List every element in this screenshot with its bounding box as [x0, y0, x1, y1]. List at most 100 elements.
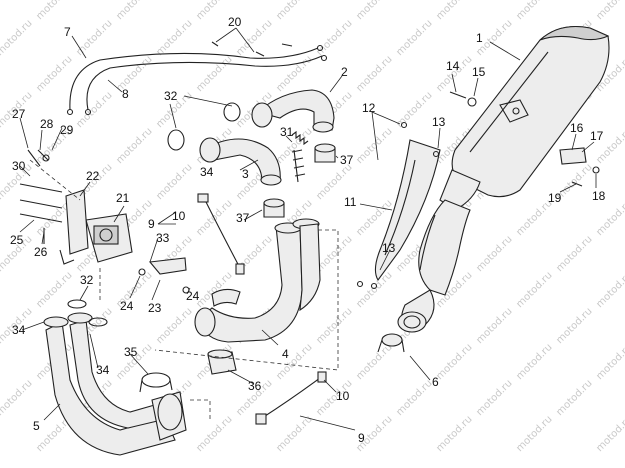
callout-14: 14: [446, 59, 460, 73]
watermark-text: motod.ru: [514, 414, 554, 454]
control-cables: [66, 44, 328, 116]
callout-28: 28: [40, 117, 54, 131]
front-headers: [43, 312, 187, 456]
callout-33: 33: [156, 231, 170, 245]
callout-30: 30: [12, 159, 26, 173]
lambda-sensor-upper: [197, 193, 245, 275]
gasket-upper: [167, 102, 241, 151]
watermark-text: motod.ru: [554, 378, 594, 418]
callout-1: 1: [476, 31, 483, 45]
callout-27: 27: [12, 107, 26, 121]
assembly-lines: [29, 159, 339, 420]
watermark-text: motod.ru: [514, 0, 554, 22]
heat-shield: [374, 139, 441, 281]
callout-18: 18: [592, 189, 606, 203]
callout-32-upper: 32: [164, 89, 178, 103]
watermark-text: motod.ru: [514, 342, 554, 382]
watermark-text: motod.ru: [354, 54, 394, 94]
callout-9-upper: 9: [148, 217, 155, 231]
watermark-text: motod.ru: [594, 414, 625, 454]
callout-24-right: 24: [186, 289, 200, 303]
watermark-text: motod.ru: [434, 342, 474, 382]
watermark-text: motod.ru: [114, 54, 154, 94]
gasket-lower: [67, 299, 108, 327]
watermark-text: motod.ru: [0, 378, 35, 418]
watermark-text: motod.ru: [394, 18, 434, 58]
callout-22: 22: [86, 169, 100, 183]
watermark-text: motod.ru: [594, 0, 625, 22]
watermark-text: motod.ru: [74, 90, 114, 130]
callout-36: 36: [248, 379, 262, 393]
watermark-text: motod.ru: [394, 378, 434, 418]
callout-2: 2: [341, 65, 348, 79]
bolts-left: [19, 149, 63, 244]
watermark-text: motod.ru: [274, 0, 314, 22]
callout-13-lower: 13: [382, 241, 396, 255]
callout-21: 21: [116, 191, 130, 205]
bracket: [138, 257, 190, 294]
watermark-text: motod.ru: [154, 162, 194, 202]
callout-34-upper: 34: [200, 165, 214, 179]
watermark-text: motod.ru: [474, 234, 514, 274]
watermark-text: motod.ru: [594, 270, 625, 310]
watermark-text: motod.ru: [354, 0, 394, 22]
sleeves: [263, 143, 336, 218]
catalyst-pipe: [397, 199, 471, 333]
callout-16: 16: [570, 121, 584, 135]
callout-8: 8: [122, 87, 129, 101]
callout-23: 23: [148, 301, 162, 315]
rear-header-2: [251, 89, 335, 133]
callout-13-upper: 13: [432, 115, 446, 129]
watermark-text: motod.ru: [554, 234, 594, 274]
callout-labels: 1 2 3 4 5 6 7 8 9 9 10 10 11 12 13 13 14…: [10, 15, 606, 445]
watermark-text: motod.ru: [394, 90, 434, 130]
callout-10-lower: 10: [336, 389, 350, 403]
sleeve-36: [207, 349, 237, 375]
watermark-text: motod.ru: [354, 270, 394, 310]
callout-29: 29: [60, 123, 74, 137]
clamp-35: [139, 372, 173, 393]
valve-actuator: [59, 189, 133, 265]
clamp: [377, 333, 405, 353]
watermark-text: motod.ru: [434, 414, 474, 454]
watermark-text: motod.ru: [474, 306, 514, 346]
watermark-text: motod.ru: [194, 414, 234, 454]
leader-lines: [19, 27, 597, 431]
watermark-text: motod.ru: [154, 18, 194, 58]
watermark-text: motod.ru: [114, 0, 154, 22]
callout-25: 25: [10, 233, 24, 247]
watermark-text: motod.ru: [34, 0, 74, 22]
collector-pipe: [194, 218, 321, 343]
watermark-text: motod.ru: [0, 18, 35, 58]
callout-9-lower: 9: [358, 431, 365, 445]
watermark-text: motod.ru: [594, 342, 625, 382]
watermark-text: motod.ru: [274, 54, 314, 94]
callout-35: 35: [124, 345, 138, 359]
cable-fittings-20: [211, 41, 293, 57]
hardware-right: [356, 91, 600, 290]
callout-19: 19: [548, 191, 562, 205]
callout-3: 3: [242, 167, 249, 181]
callout-12: 12: [362, 101, 376, 115]
callout-34-left: 34: [12, 323, 26, 337]
watermark-text: motod.ru: [194, 54, 234, 94]
watermark-text: motod.ru: [554, 306, 594, 346]
callout-6: 6: [432, 375, 439, 389]
callout-37-right: 37: [340, 153, 354, 167]
callout-15: 15: [472, 65, 486, 79]
lambda-sensor-lower: [255, 371, 327, 425]
callout-4: 4: [282, 347, 289, 361]
watermark-text: motod.ru: [314, 306, 354, 346]
watermark-text: motod.ru: [274, 342, 314, 382]
callout-26: 26: [34, 245, 48, 259]
watermark-text: motod.ru: [434, 0, 474, 22]
watermark-text: motod.ru: [514, 270, 554, 310]
callout-31: 31: [280, 125, 294, 139]
watermark-text: motod.ru: [34, 54, 74, 94]
watermark-text: motod.ru: [314, 18, 354, 58]
watermark-text: motod.ru: [474, 378, 514, 418]
watermark-text: motod.ru: [314, 234, 354, 274]
callout-5: 5: [33, 419, 40, 433]
callout-34-mid: 34: [96, 363, 110, 377]
